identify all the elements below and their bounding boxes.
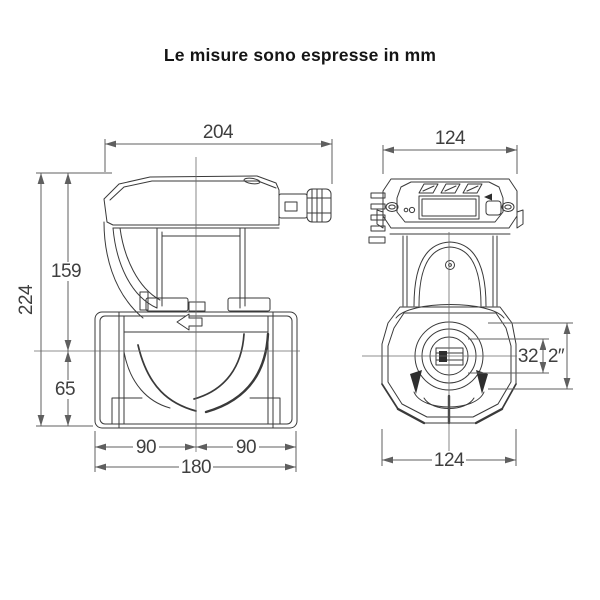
cable-connector bbox=[278, 188, 332, 223]
panel-indicator-dot bbox=[403, 207, 409, 213]
dimension-front-top-width: 124 bbox=[382, 128, 518, 174]
dimension-front-bottom-width-label: 124 bbox=[434, 450, 465, 471]
dimension-side-overall-height: 224 bbox=[16, 172, 112, 427]
motor-screw bbox=[445, 260, 455, 270]
dimension-connection-size-label: 2″ bbox=[548, 346, 565, 367]
panel-arrow-mark bbox=[484, 193, 492, 201]
dimension-side-top-width-label: 204 bbox=[203, 122, 234, 143]
panel-display bbox=[418, 195, 480, 220]
head-screw-right bbox=[501, 202, 515, 212]
centerlines bbox=[34, 157, 534, 452]
side-motor-body bbox=[103, 221, 246, 319]
panel-indicator-dot bbox=[408, 206, 416, 214]
dimension-side-port-right: 90 bbox=[196, 431, 297, 472]
side-view bbox=[94, 175, 332, 429]
dimension-side-lower-height: 65 bbox=[53, 351, 77, 426]
dimension-side-overall-height-label: 224 bbox=[16, 284, 37, 315]
front-control-head bbox=[376, 178, 524, 235]
dimension-side-upper-height: 159 bbox=[51, 173, 82, 351]
dimension-side-total-length: 180 bbox=[95, 457, 296, 478]
front-motor-body bbox=[402, 235, 498, 307]
panel-buttons bbox=[418, 183, 483, 194]
dimension-side-port-right-label: 90 bbox=[236, 437, 256, 458]
dimension-connection-size: 2″ bbox=[488, 322, 573, 390]
dimension-side-top-width: 204 bbox=[104, 122, 333, 184]
control-panel bbox=[396, 181, 504, 223]
dimension-side-lower-height-label: 65 bbox=[55, 379, 75, 400]
dimension-port-diameter: 32 bbox=[468, 338, 549, 374]
dimension-port-diameter-label: 32 bbox=[518, 346, 538, 367]
dimension-side-port-left-label: 90 bbox=[136, 437, 156, 458]
dimension-side-port-left: 90 bbox=[94, 431, 196, 472]
dimension-front-top-width-label: 124 bbox=[435, 128, 466, 149]
terminal-pins bbox=[368, 192, 386, 244]
head-screw-left bbox=[385, 202, 399, 212]
dimension-annotations: 204 124 224 159 65 bbox=[16, 122, 573, 478]
dimension-side-total-length-label: 180 bbox=[181, 457, 211, 478]
front-view bbox=[368, 178, 524, 425]
drawing-title: Le misure sono espresse in mm bbox=[163, 45, 437, 65]
side-control-head bbox=[103, 175, 280, 229]
panel-side-button bbox=[485, 200, 502, 216]
dimension-front-bottom-width: 124 bbox=[381, 429, 517, 471]
dimension-side-upper-height-label: 159 bbox=[51, 261, 81, 282]
